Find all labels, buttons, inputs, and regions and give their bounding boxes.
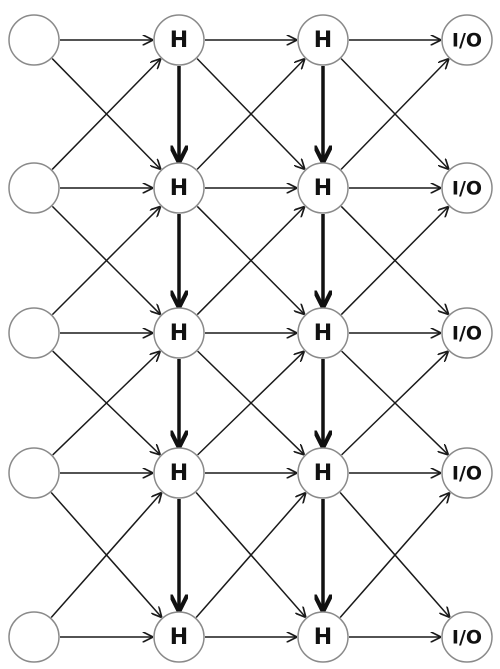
output-node-circle bbox=[441, 611, 493, 663]
output-node-label: I/O bbox=[452, 627, 482, 649]
output-node: I/O bbox=[441, 14, 493, 66]
hidden2-node-label: H bbox=[314, 28, 332, 53]
hidden2-node-label: H bbox=[314, 625, 332, 650]
hidden1-node-label: H bbox=[170, 321, 188, 346]
hidden1-node-circle bbox=[153, 14, 205, 66]
output-node: I/O bbox=[441, 307, 493, 359]
output-node: I/O bbox=[441, 447, 493, 499]
input-node-circle bbox=[8, 611, 60, 663]
diagonal-up-arrow bbox=[51, 59, 160, 170]
output-node-label: I/O bbox=[452, 30, 482, 52]
output-node-circle bbox=[441, 307, 493, 359]
output-node-circle bbox=[441, 162, 493, 214]
diagonal-up-arrow bbox=[197, 352, 304, 456]
hidden1-node: H bbox=[153, 447, 205, 499]
hidden1-node-circle bbox=[153, 611, 205, 663]
hidden1-node-label: H bbox=[170, 461, 188, 486]
diagonal-up-arrow bbox=[195, 493, 305, 618]
hidden1-node: H bbox=[153, 14, 205, 66]
hidden2-node: H bbox=[297, 162, 349, 214]
edges-layer bbox=[50, 40, 449, 637]
hidden1-node: H bbox=[153, 611, 205, 663]
hidden1-node-circle bbox=[153, 162, 205, 214]
input-node-circle bbox=[8, 14, 60, 66]
hidden2-node: H bbox=[297, 611, 349, 663]
hidden1-node-circle bbox=[153, 447, 205, 499]
nodes-layer: H H H H H H H H H H I/O I/O I/O I/O I/O bbox=[8, 14, 493, 663]
hidden2-node-circle bbox=[297, 14, 349, 66]
hidden1-node-label: H bbox=[170, 176, 188, 201]
hidden1-node: H bbox=[153, 307, 205, 359]
output-node-label: I/O bbox=[452, 178, 482, 200]
hidden1-node: H bbox=[153, 162, 205, 214]
diagonal-up-arrow bbox=[339, 493, 449, 618]
hidden2-node: H bbox=[297, 447, 349, 499]
output-node-label: I/O bbox=[452, 323, 482, 345]
hidden2-node-label: H bbox=[314, 321, 332, 346]
diagonal-up-arrow bbox=[196, 59, 304, 170]
hidden2-node: H bbox=[297, 14, 349, 66]
input-node bbox=[8, 611, 60, 663]
hidden2-node-label: H bbox=[314, 461, 332, 486]
diagonal-up-arrow bbox=[196, 207, 304, 316]
hidden1-node-label: H bbox=[170, 28, 188, 53]
input-node-circle bbox=[8, 447, 60, 499]
input-node bbox=[8, 307, 60, 359]
hidden2-node-circle bbox=[297, 447, 349, 499]
diagonal-up-arrow bbox=[340, 207, 448, 316]
hidden2-node-circle bbox=[297, 307, 349, 359]
input-node-circle bbox=[8, 162, 60, 214]
input-node bbox=[8, 162, 60, 214]
hidden2-node-circle bbox=[297, 162, 349, 214]
diagonal-up-arrow bbox=[340, 59, 448, 170]
diagonal-up-arrow bbox=[52, 352, 160, 456]
hidden1-node-label: H bbox=[170, 625, 188, 650]
output-node-circle bbox=[441, 447, 493, 499]
hidden2-node-label: H bbox=[314, 176, 332, 201]
output-node-label: I/O bbox=[452, 463, 482, 485]
output-node: I/O bbox=[441, 162, 493, 214]
diagonal-up-arrow bbox=[50, 493, 161, 619]
diagonal-up-arrow bbox=[341, 352, 448, 456]
input-node-circle bbox=[8, 307, 60, 359]
hidden2-node-circle bbox=[297, 611, 349, 663]
diagonal-up-arrow bbox=[51, 207, 160, 316]
hidden1-node-circle bbox=[153, 307, 205, 359]
hidden2-node: H bbox=[297, 307, 349, 359]
output-node: I/O bbox=[441, 611, 493, 663]
input-node bbox=[8, 14, 60, 66]
input-node bbox=[8, 447, 60, 499]
output-node-circle bbox=[441, 14, 493, 66]
